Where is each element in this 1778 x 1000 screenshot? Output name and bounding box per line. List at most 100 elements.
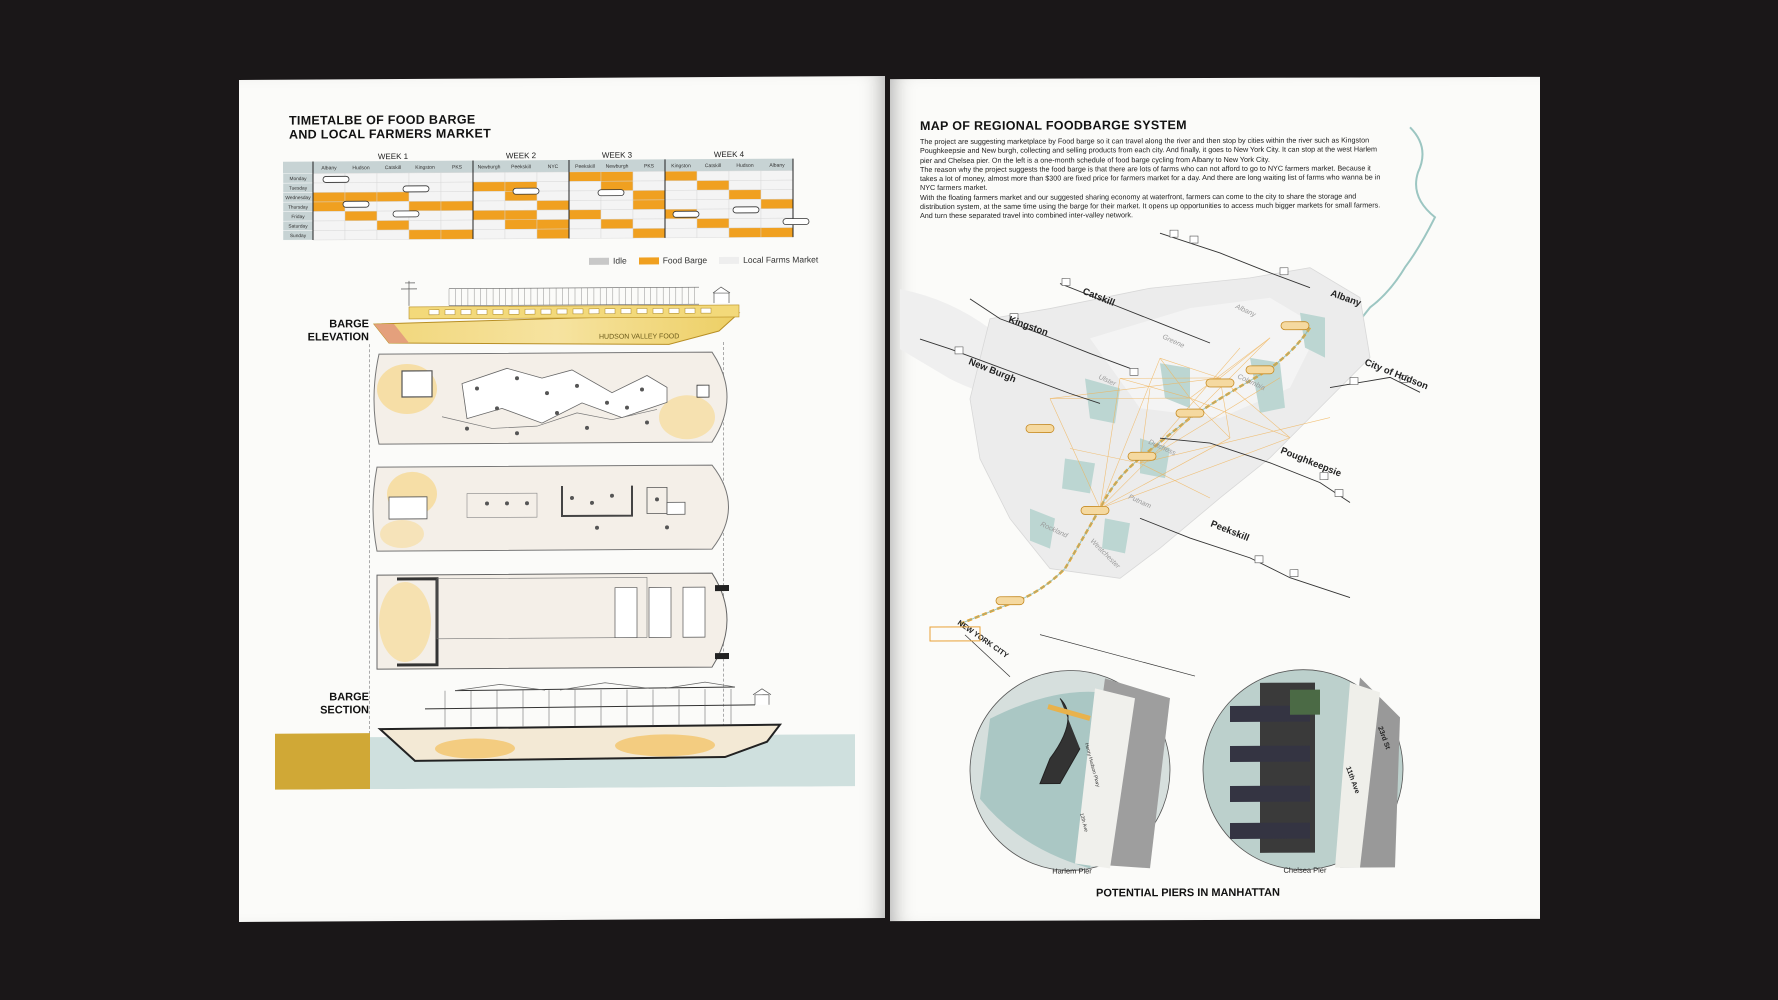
timetable-cell [440, 172, 474, 183]
stop-header: Hudson [736, 163, 753, 169]
house-icon [1399, 375, 1409, 383]
legend-local-market: Local Farms Market [719, 254, 818, 265]
stop-header: Hudson [352, 165, 369, 171]
timetable-cell [760, 189, 794, 200]
timetable-cell [632, 190, 666, 201]
timetable-cell [472, 181, 506, 192]
timetable-cell [600, 218, 634, 229]
stop-header: Kingston [671, 163, 691, 169]
barge-icon [597, 189, 625, 197]
timetable-title-line2: AND LOCAL FARMERS MARKET [289, 126, 492, 142]
stop-header: PKS [452, 165, 463, 171]
timetable-cell [728, 218, 762, 229]
house-icon [1009, 313, 1019, 322]
barge-icon [782, 218, 810, 226]
timetable-cell [696, 208, 730, 219]
timetable-legend: Idle Food Barge Local Farms Market [589, 254, 818, 266]
timetable-cell [568, 181, 602, 192]
week-header: WEEK 3 [602, 151, 633, 160]
city-label-new-york-city: NEW YORK CITY [956, 618, 1011, 660]
timetable-cell [568, 171, 602, 182]
house-icon [1319, 472, 1329, 480]
timetable-cell [632, 199, 666, 210]
timetable-cell [344, 220, 378, 231]
timetable-cell [312, 192, 346, 203]
timetable-cell [472, 172, 506, 183]
stop-header: Albany [321, 165, 337, 171]
day-label: Thursday [288, 205, 309, 211]
timetable-cell [664, 227, 698, 239]
barge-section-drawing [275, 681, 855, 790]
timetable-cell [536, 228, 570, 239]
barge-deck-plan-lower [376, 572, 729, 670]
day-label: Friday [291, 214, 305, 220]
house-icon [1061, 278, 1071, 286]
week-header: WEEK 2 [506, 151, 537, 160]
day-label: Wednesday [285, 195, 311, 201]
house-icon [954, 346, 964, 355]
timetable-cell [664, 189, 698, 201]
timetable-cell [376, 172, 410, 183]
timetable-cell [760, 208, 794, 219]
timetable-cell [600, 199, 634, 210]
timetable-cell [408, 229, 442, 240]
harlem-pier-label: Harlem Pier [1052, 866, 1092, 875]
timetable-cell [760, 227, 794, 238]
stop-header: Catskill [385, 165, 401, 171]
piers-title: POTENTIAL PIERS IN MANHATTAN [1096, 887, 1280, 900]
stop-header: Peekskill [511, 164, 531, 170]
map-barge-icon [995, 596, 1025, 606]
timetable-cell [344, 229, 378, 241]
map-barge-icon [1245, 365, 1275, 375]
barge-icon [512, 187, 540, 195]
timetable-cell [760, 198, 794, 209]
week-header: WEEK 1 [378, 152, 409, 161]
timetable-cell [536, 200, 570, 211]
chelsea-pier-inset: 11th Ave 23rd St [1202, 669, 1404, 871]
timetable-cell [760, 170, 794, 181]
timetable-cell [632, 218, 666, 229]
timetable-cell [536, 190, 570, 201]
timetable-cell [504, 171, 538, 183]
timetable-cell [472, 200, 506, 211]
timetable-cell [408, 220, 442, 231]
house-icon [1279, 267, 1289, 276]
timetable-cell [568, 190, 602, 201]
timetable-cell [728, 180, 762, 191]
day-label: Saturday [288, 224, 308, 230]
barge-icon [392, 210, 420, 218]
barge-icon [342, 200, 370, 208]
timetable-cell [472, 229, 506, 240]
timetable-cell [664, 180, 698, 191]
barge-deck-plan-upper [373, 351, 728, 445]
timetable-cell [696, 189, 730, 200]
timetable-cell [408, 172, 442, 183]
timetable-cell [344, 210, 378, 222]
street-label-12th-ave: 12th Ave [1078, 812, 1089, 832]
timetable-cell [312, 220, 346, 231]
timetable-cell [632, 171, 666, 182]
timetable-cell [600, 209, 634, 220]
stop-header: Kingston [415, 165, 435, 171]
timetable-cell [312, 211, 346, 222]
legend-food-barge-label: Food Barge [662, 255, 708, 266]
barge-icon [732, 206, 760, 214]
stop-header: NYC [548, 164, 559, 170]
barge-deck-plan-middle [372, 464, 729, 552]
city-label-peekskill: Peekskill [1209, 519, 1251, 544]
hudson-river-upstream [1334, 126, 1437, 354]
timetable-cell [632, 228, 666, 239]
timetable-cell [376, 191, 410, 202]
timetable-cell [728, 227, 762, 238]
timetable-cell [728, 170, 762, 181]
timetable-cell [504, 200, 538, 211]
timetable-cell [440, 191, 474, 202]
timetable-cell [664, 170, 698, 182]
house-icon [1169, 229, 1179, 238]
house-icon [1189, 235, 1199, 244]
timetable-cell [312, 201, 346, 212]
house-icon [1254, 555, 1264, 564]
timetable-cell [632, 180, 666, 191]
timetable-cell [536, 209, 570, 220]
